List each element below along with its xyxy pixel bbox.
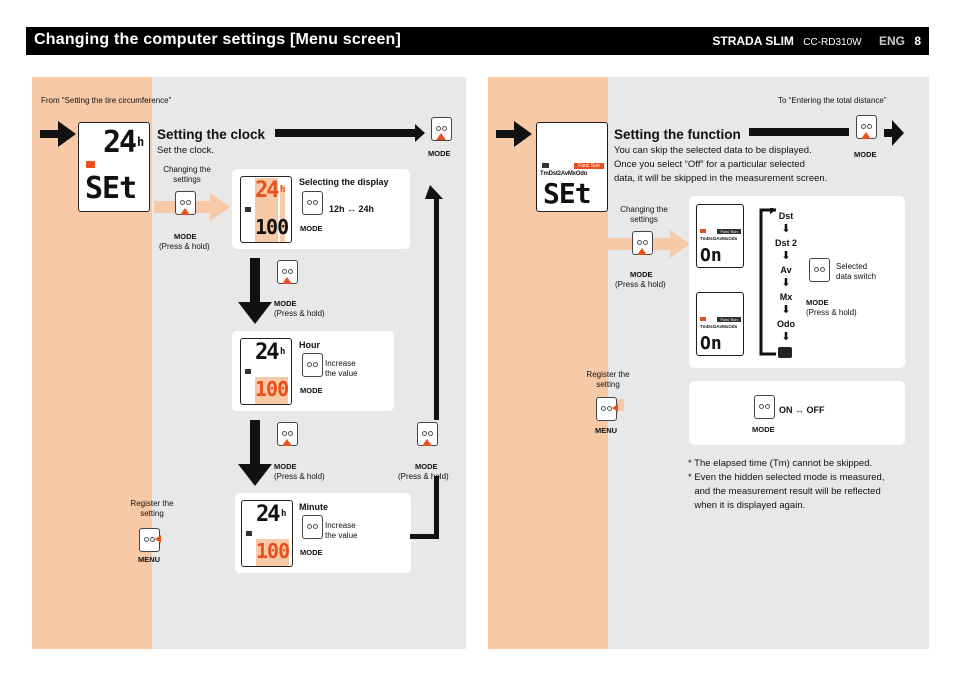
arrow-to-total <box>749 128 849 136</box>
note-1: * The elapsed time (Tm) cannot be skippe… <box>688 458 873 469</box>
arrow-down-icon: ⬇ <box>781 331 791 343</box>
language: ENG <box>878 34 905 48</box>
to-text: To “Entering the total distance” <box>778 96 887 105</box>
sel-title: Selecting the display <box>299 177 389 187</box>
register-label: Register the setting <box>130 499 174 519</box>
register-loop-arrow <box>90 212 116 547</box>
card-onoff: ON ↔ OFF MODE <box>689 381 905 445</box>
arrow-down-icon: ⬇ <box>781 277 791 289</box>
card-function-list: Func Sun TmDst2AvMxOdo On Func Sun TmDst… <box>689 196 905 368</box>
mode-button-return[interactable] <box>417 422 438 446</box>
sel-val: 12h ↔ 24h <box>329 204 375 214</box>
list-av: Av <box>780 265 792 275</box>
hour-label: Hour <box>299 340 320 350</box>
clock-panel: From “Setting the tire circumference” 24… <box>32 77 466 649</box>
page-number: 8 <box>914 34 921 48</box>
onoff-label: ON ↔ OFF <box>779 405 825 415</box>
lcd-set: 24 h SEt <box>78 122 150 212</box>
switch-label: Selected data switch <box>836 262 877 282</box>
arrow-down-icon: ⬇ <box>781 223 791 235</box>
card-minute: 24 h 100 Minute Increase the value MODE <box>235 493 411 573</box>
clock-icon <box>778 347 792 358</box>
down-arrow-2 <box>238 420 272 486</box>
from-text: From “Setting the tire circumference” <box>41 96 172 105</box>
changing-label: Changing the settings <box>163 165 211 185</box>
arrow-head-total <box>884 120 904 146</box>
note-2: * Even the hidden selected mode is measu… <box>688 472 885 511</box>
arrow-down-icon: ⬇ <box>781 250 791 262</box>
lcd-func: Func Sun TmDst2AvMxOdo SEt <box>536 122 608 212</box>
mode-button-sel[interactable] <box>302 191 323 215</box>
clock-icon <box>86 161 95 168</box>
down-arrow-1 <box>238 258 272 324</box>
clock-heading: Setting the clock <box>157 127 266 142</box>
mode-button-hour[interactable] <box>302 353 323 377</box>
mode-label: MODE <box>428 149 451 158</box>
menu-label: MENU <box>138 555 161 564</box>
return-loop-arrow <box>410 185 443 539</box>
entry-arrow-right <box>496 121 532 147</box>
function-bracket <box>759 208 776 356</box>
function-heading: Setting the function <box>614 127 741 142</box>
mode-button-onoff[interactable] <box>754 395 775 419</box>
clock-sub: Set the clock. <box>157 145 215 156</box>
page-header: Changing the computer settings [Menu scr… <box>26 27 929 55</box>
list-dst: Dst <box>778 211 794 221</box>
register-loop-right <box>556 212 582 412</box>
mode-button-switch[interactable] <box>809 258 830 282</box>
product-name: STRADA SLIM <box>712 34 794 48</box>
function-panel: To “Entering the total distance” Func Su… <box>488 77 929 649</box>
minute-label: Minute <box>299 502 328 512</box>
list-odo: Odo <box>777 319 795 329</box>
card-selecting-display: 24 h 100 Selecting the display 12h ↔ 24h… <box>232 169 410 249</box>
entry-arrow-icon <box>40 121 76 147</box>
mode-button-minute[interactable] <box>302 515 323 539</box>
arrow-down-icon: ⬇ <box>781 304 791 316</box>
model-number: CC-RD310W <box>803 37 862 48</box>
page-title: Changing the computer settings [Menu scr… <box>34 31 402 48</box>
list-mx: Mx <box>779 292 793 302</box>
card-hour: 24 h 100 Hour Increase the value MODE <box>232 331 394 411</box>
arrow-to-function <box>275 124 425 142</box>
function-desc: You can skip the selected data to be dis… <box>614 145 828 184</box>
list-dst2: Dst 2 <box>774 238 797 248</box>
header-right: STRADA SLIM CC-RD310W ENG 8 <box>706 34 921 48</box>
